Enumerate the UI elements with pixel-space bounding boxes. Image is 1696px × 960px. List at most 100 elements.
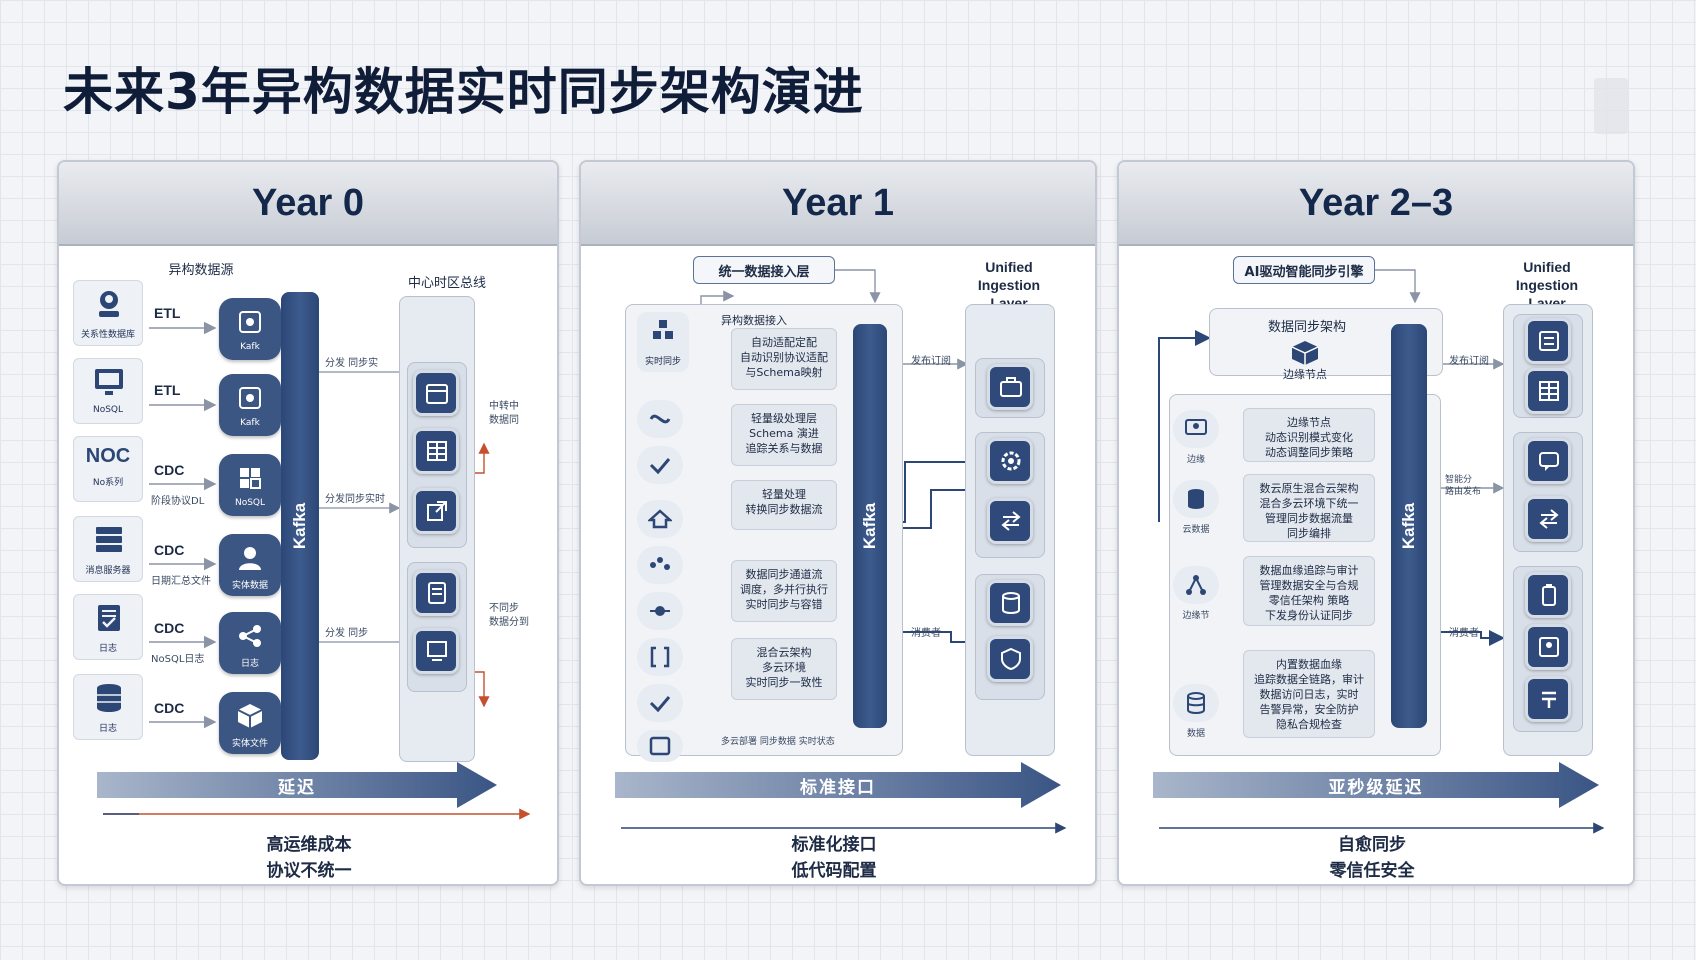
- unified-layer-title: Unified Ingestion Layer: [977, 259, 1041, 311]
- layer-tile: [1525, 624, 1571, 670]
- panel-year-1: Year 1 统一数据接入层: [579, 160, 1097, 886]
- database-stack-icon: [97, 684, 121, 712]
- flow-label: 分发 同步实: [325, 358, 379, 369]
- link-tag: ETL: [154, 305, 181, 321]
- kafka-bus: Kafka: [853, 324, 887, 728]
- group-footnote: 多云部署 同步数据 实时状态: [721, 737, 835, 747]
- inner-title: 数据同步架构: [1267, 320, 1347, 335]
- share-icon: [239, 625, 261, 647]
- network-icon: [239, 311, 261, 333]
- source-icon: [1173, 480, 1219, 518]
- arrow-label: 延迟: [278, 777, 316, 798]
- node-caption: Kafk: [240, 342, 260, 352]
- export-icon: [427, 501, 447, 521]
- side-note: 中转中 数据同: [489, 401, 519, 426]
- footer-line: 高运维成本: [266, 835, 352, 855]
- flow-label: 智能分 路由发布: [1445, 475, 1482, 497]
- flow-label: 消费者: [911, 628, 941, 639]
- ingest-node: 实体文件: [219, 692, 281, 754]
- source-icon: [637, 500, 683, 538]
- cube-icon: [1291, 341, 1319, 365]
- database-user-icon: [99, 291, 119, 317]
- node-caption: Kafk: [240, 418, 260, 428]
- source-caption: 日志: [98, 724, 117, 734]
- document-icon: [428, 582, 446, 604]
- ingest-node: Kafk: [219, 298, 281, 360]
- grid-icon: [240, 468, 261, 489]
- source-icon: [637, 638, 683, 676]
- interface-arrow: 标准接口: [615, 762, 1061, 808]
- link-tag: CDC: [154, 462, 185, 478]
- link-tag: CDC: [154, 542, 185, 558]
- source-card: 日志: [73, 674, 143, 740]
- database-icon: [1188, 489, 1204, 509]
- flow-label: 消费者: [1449, 628, 1479, 639]
- link-sub: NoSQL日志: [151, 654, 205, 665]
- arrow-label: 标准接口: [800, 777, 876, 798]
- source-card: 日志: [73, 594, 143, 660]
- source-icon-caption: 边缘节: [1182, 611, 1210, 621]
- flow-label: 发布订阅: [1449, 356, 1489, 367]
- bus-tile: [413, 628, 459, 674]
- layer-tile: [987, 364, 1033, 410]
- panel-header: Year 2–3: [1119, 162, 1633, 246]
- source-icon: [637, 684, 683, 722]
- battery-icon: [1542, 584, 1556, 606]
- source-icon: [637, 446, 683, 484]
- source-card: NoSQL: [73, 358, 143, 424]
- log-file-icon: [98, 605, 120, 631]
- source-icon: [1173, 566, 1219, 604]
- source-card: 消息服务器: [73, 516, 143, 582]
- database-icon: [1002, 592, 1020, 614]
- source-icon: [1173, 410, 1219, 448]
- watermark: [1594, 78, 1628, 134]
- panel-header: Year 1: [581, 162, 1095, 246]
- group-title: 异构数据接入: [721, 314, 787, 327]
- unified-layer-title: Unified Ingestion Layer: [1515, 259, 1579, 311]
- panel-year-0: Year 0 异构数据源 中心时区总线 关系: [57, 160, 559, 886]
- process-box: 内置数据血缘 追踪数据全链路，审计 数据访问日志，实时 告警异常，安全防护 隐私…: [1243, 650, 1375, 738]
- process-box: 数据血缘追踪与审计 管理数据安全与合规 零信任架构 策略 下发身份认证同步: [1243, 556, 1375, 626]
- kafka-label: Kafka: [860, 502, 879, 550]
- footer-line: 低代码配置: [791, 861, 877, 881]
- source-caption: 日志: [98, 644, 117, 654]
- ingest-node: 实体数据: [219, 534, 281, 596]
- layer-tile: [1525, 438, 1571, 484]
- source-icon-caption: 云数据: [1182, 525, 1210, 535]
- node-icon: [650, 606, 670, 616]
- user-monitor-icon: [1185, 419, 1207, 435]
- node-caption: 日志: [240, 659, 259, 669]
- box-icon: [237, 704, 263, 728]
- kafka-label: Kafka: [290, 502, 309, 550]
- shield-icon: [1001, 647, 1021, 671]
- briefcase-icon: [1000, 377, 1022, 397]
- footer-line: 标准化接口: [791, 835, 877, 855]
- center-bus-title: 中心时区总线: [407, 276, 487, 291]
- source-subcaption: No系列: [92, 478, 124, 488]
- link-tag: ETL: [154, 382, 181, 398]
- layer-tile: [987, 438, 1033, 484]
- bracket-icon: [650, 646, 670, 668]
- ai-engine-pill: AI驱动智能同步引擎: [1233, 256, 1375, 284]
- database-icon: [1187, 692, 1205, 714]
- source-icon: [637, 592, 683, 630]
- link-tag: CDC: [154, 620, 185, 636]
- process-box: 数云原生混合云架构 混合多云环境下统一 管理同步数据流量 同步编排: [1243, 474, 1375, 542]
- node-caption: 实体文件: [231, 739, 268, 749]
- source-icon: [637, 730, 683, 762]
- flow-label: 发布订阅: [911, 356, 951, 367]
- source-icon-caption: 实时同步: [644, 357, 681, 367]
- link-sub: 日期汇总文件: [151, 576, 211, 587]
- source-icon: 实时同步: [637, 312, 689, 372]
- bus-tile: [413, 428, 459, 474]
- source-caption: 消息服务器: [85, 566, 131, 576]
- layer-tile: [1525, 496, 1571, 542]
- monitor-icon: [95, 369, 123, 395]
- table-icon: [427, 441, 447, 461]
- flow-label: 分发同步实时: [325, 494, 385, 505]
- ingest-node: Kafk: [219, 374, 281, 436]
- bus-tile: [413, 570, 459, 616]
- kafka-bus: Kafka: [1391, 324, 1427, 728]
- latency-arrow: 延迟: [97, 762, 497, 808]
- layer-tile: [987, 636, 1033, 682]
